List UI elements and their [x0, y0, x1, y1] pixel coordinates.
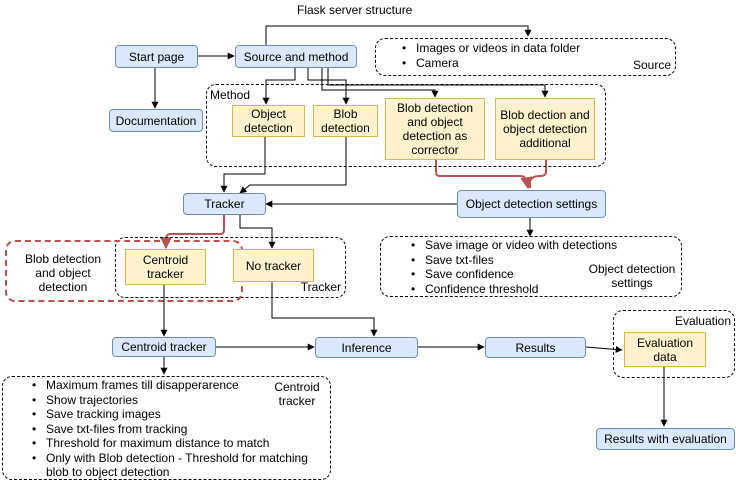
centroid-list: Maximum frames till disapperarence Show … — [28, 378, 318, 480]
od-settings-group-label: Object detection settings — [588, 262, 676, 290]
diagram-title: Flask server structure — [297, 3, 413, 17]
edge-blob-detection-to-tracker — [239, 137, 347, 194]
edge-source-to-object-detection — [262, 67, 296, 105]
list-item: Show trajectories — [28, 393, 318, 408]
centroid-tracker-node[interactable]: Centroid tracker — [112, 337, 216, 357]
edge-source-to-blob-detection — [307, 67, 350, 105]
edge-red-corrector-to-od-settings — [435, 160, 533, 190]
object-detection-node[interactable]: Object detection — [232, 105, 305, 137]
blob-object-group-label: Blob detection and object detection — [24, 252, 102, 294]
method-group: Method — [206, 84, 606, 167]
list-item: Only with Blob detection - Threshold for… — [28, 451, 318, 480]
centroid-group-label: Centroid tracker — [274, 380, 320, 408]
source-group-label: Source — [632, 58, 671, 72]
blob-detection-node[interactable]: Blob detection — [313, 105, 378, 137]
tracker-group-label: Tracker — [300, 280, 341, 294]
tracker-group: Tracker — [115, 237, 346, 298]
edge-object-detection-to-tracker — [220, 137, 266, 193]
results-node[interactable]: Results — [485, 337, 586, 358]
documentation-node[interactable]: Documentation — [109, 109, 203, 132]
edge-source-to-source-list — [265, 25, 532, 46]
list-item: Images or videos in data folder — [398, 41, 580, 56]
source-list: Images or videos in data folder Camera — [398, 41, 580, 70]
centroid-group: Maximum frames till disapperarence Show … — [2, 376, 331, 480]
centroid-tracker-small-node[interactable]: Centroid tracker — [125, 249, 206, 285]
tracker-node[interactable]: Tracker — [183, 193, 266, 215]
list-item: Confidence threshold — [407, 282, 617, 297]
od-settings-group: Save image or video with detections Save… — [380, 236, 682, 297]
method-group-label: Method — [210, 88, 251, 102]
list-item: Save txt-files — [407, 253, 617, 268]
list-item: Threshold for maximum distance to match — [28, 436, 318, 451]
list-item: Save confidence — [407, 267, 617, 282]
source-and-method-node[interactable]: Source and method — [235, 45, 357, 68]
edge-source-to-blob-obj-corrector — [321, 67, 439, 98]
blob-object-group: Blob detection and object detection — [5, 240, 243, 302]
list-item: Save image or video with detections — [407, 238, 617, 253]
results-with-evaluation-node[interactable]: Results with evaluation — [596, 428, 735, 450]
edge-red-additional-to-od-settings — [529, 160, 547, 188]
source-group: Images or videos in data folder Camera S… — [375, 38, 676, 76]
od-settings-node[interactable]: Object detection settings — [457, 190, 606, 218]
evaluation-data-node[interactable]: Evaluation data — [624, 332, 706, 367]
inference-node[interactable]: Inference — [315, 337, 418, 358]
list-item: Save txt-files from tracking — [28, 422, 318, 437]
list-item: Maximum frames till disapperarence — [28, 378, 318, 393]
blob-obj-corrector-node[interactable]: Blob detection and object detection as c… — [385, 98, 485, 160]
start-page-node[interactable]: Start page — [115, 45, 198, 68]
edge-source-to-blob-obj-additional — [327, 67, 549, 98]
blob-obj-additional-node[interactable]: Blob dection and object detection additi… — [495, 98, 595, 160]
no-tracker-node[interactable]: No tracker — [233, 249, 314, 282]
edge-no-tracker-to-inference — [271, 282, 378, 337]
list-item: Save tracking images — [28, 407, 318, 422]
evaluation-group: Evaluation — [613, 310, 735, 378]
edge-results-to-evaluation — [585, 345, 623, 353]
list-item: Camera — [398, 56, 580, 71]
evaluation-group-label: Evaluation — [674, 314, 731, 328]
od-settings-list: Save image or video with detections Save… — [407, 238, 617, 296]
edge-tracker-to-no-tracker — [239, 214, 276, 249]
